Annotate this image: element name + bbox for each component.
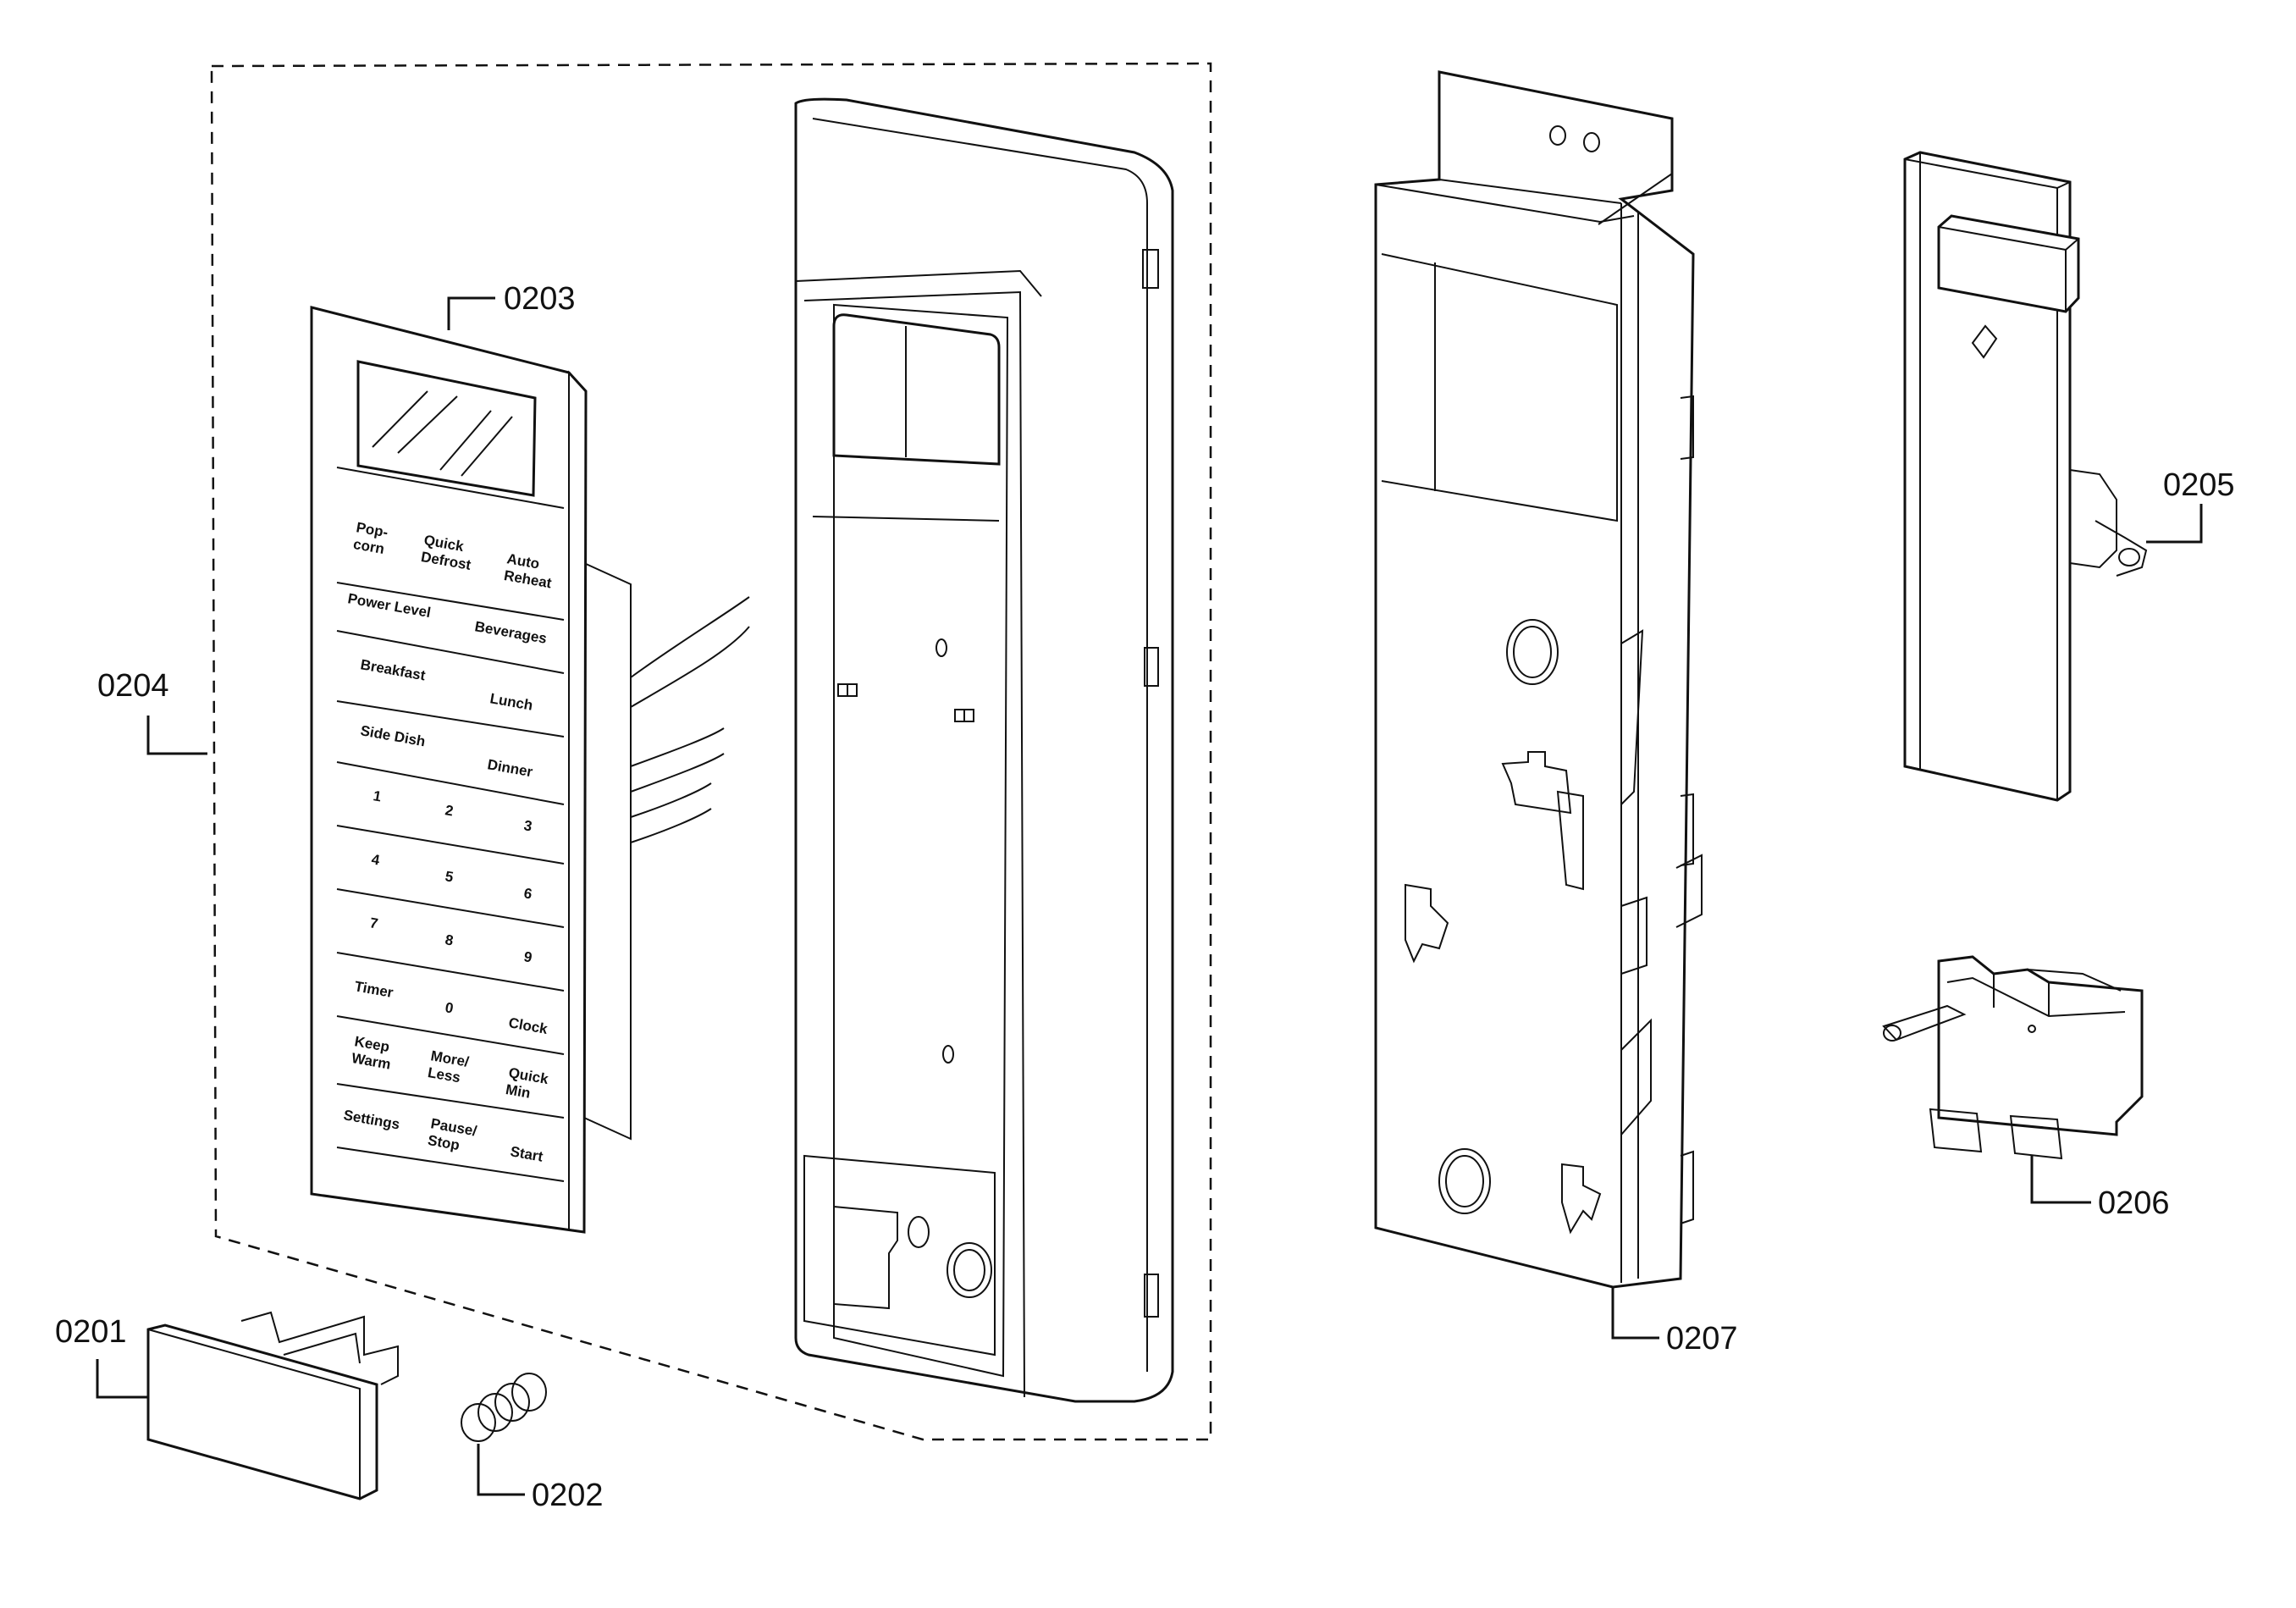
control-panel-frame xyxy=(794,97,1174,1403)
key-5: 5 xyxy=(444,868,455,885)
callout-0204: 0204 xyxy=(97,668,169,704)
leader-lines xyxy=(96,296,2203,1496)
door-button-0201 xyxy=(146,1311,399,1500)
callout-0205: 0205 xyxy=(2163,467,2235,503)
key-9: 9 xyxy=(522,948,533,965)
callout-0201: 0201 xyxy=(55,1314,127,1350)
key-4: 4 xyxy=(370,851,381,868)
key-pause-stop: Pause/Stop xyxy=(427,1115,478,1156)
key-6: 6 xyxy=(522,885,533,902)
callout-0206: 0206 xyxy=(2098,1185,2170,1221)
key-8: 8 xyxy=(444,931,455,948)
callout-0202: 0202 xyxy=(532,1478,604,1513)
key-popcorn: Pop-corn xyxy=(352,519,389,557)
callout-0207: 0207 xyxy=(1666,1321,1738,1357)
key-2: 2 xyxy=(444,802,455,819)
key-7: 7 xyxy=(368,915,379,931)
key-3: 3 xyxy=(522,817,533,834)
key-keep-warm: KeepWarm xyxy=(350,1033,395,1073)
key-0: 0 xyxy=(444,999,455,1016)
membrane-keypad-0203: Pop-corn QuickDefrost AutoReheat Power L… xyxy=(310,306,750,1234)
spring-0202 xyxy=(461,1373,547,1442)
pcb-0205 xyxy=(1903,151,2148,802)
callout-labels: 0203 0204 0201 0202 0205 0206 0207 xyxy=(55,281,2235,1513)
key-quick-min: QuickMin xyxy=(505,1064,550,1104)
key-1: 1 xyxy=(372,787,383,804)
mounting-bracket-0207 xyxy=(1374,70,1703,1289)
latch-switch-0206 xyxy=(1882,955,2144,1160)
keypad-grid xyxy=(336,467,565,1182)
callout-0203: 0203 xyxy=(504,281,576,317)
